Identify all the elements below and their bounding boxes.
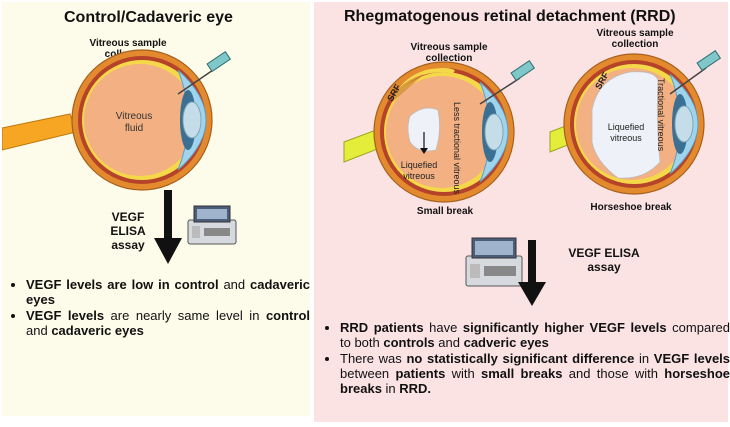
control-panel: Control/Cadaveric eye Vitreous sample co… — [2, 2, 310, 416]
text-phrase: in — [634, 351, 654, 366]
rrd-assay-label: VEGF ELISA assay — [568, 246, 640, 274]
bold-phrase: VEGF levels — [653, 351, 730, 366]
bold-phrase: control — [265, 308, 310, 323]
syringe-icon — [177, 51, 232, 95]
control-title: Control/Cadaveric eye — [64, 9, 233, 26]
svg-text:Liquefied: Liquefied — [608, 122, 645, 132]
bold-phrase: cadveric eyes — [463, 335, 549, 350]
small-break-caption: Small break — [416, 206, 474, 217]
bold-phrase: small breaks — [481, 366, 563, 381]
control-findings-list: VEGF levels are low in control and cadav… — [8, 277, 310, 339]
bold-phrase: no statistically significant difference — [406, 351, 635, 366]
text-phrase: with — [445, 366, 482, 381]
vitreous-fluid-label: Vitreous — [116, 111, 153, 122]
tractional-label: Tractional vitreous — [656, 78, 666, 152]
text-phrase: in — [381, 381, 400, 396]
text-phrase: and those with — [562, 366, 665, 381]
rrd-finding-item: RRD patients have significantly higher V… — [340, 320, 730, 350]
rrd-findings-list: RRD patients have significantly higher V… — [322, 320, 730, 397]
rrd-eyes-illustration: SRF Less tractional vitreous Liquefied v… — [343, 50, 722, 203]
text-phrase: between — [340, 366, 396, 381]
text-phrase: compared to both — [340, 320, 730, 350]
bold-phrase: significantly higher VEGF levels — [462, 320, 667, 335]
bold-phrase: horseshoe breaks — [340, 366, 730, 396]
svg-text:vitreous: vitreous — [610, 133, 642, 143]
lens — [182, 101, 202, 139]
rrd-down-arrow — [518, 240, 546, 306]
svg-text:Liquefied: Liquefied — [401, 160, 438, 170]
rrd-title: Rhegmatogenous retinal detachment (RRD) — [344, 8, 676, 25]
control-assay-label: VEGF ELISA assay — [110, 210, 146, 252]
rrd-eye1-sample-label: Vitreous sample collection — [410, 42, 488, 64]
bold-phrase: VEGF levels — [26, 308, 105, 323]
elisa-reader-icon — [465, 237, 523, 287]
bold-phrase: RRD. — [399, 381, 432, 396]
rrd-panel: Rhegmatogenous retinal detachment (RRD) … — [314, 2, 730, 422]
bold-phrase: controls — [383, 335, 435, 350]
bold-phrase: patients — [395, 366, 446, 381]
syringe-icon — [669, 50, 722, 95]
text-phrase: are nearly same level in — [104, 308, 266, 323]
rrd-finding-item: There was no statistically significant d… — [340, 351, 730, 396]
horseshoe-break-caption: Horseshoe break — [590, 202, 672, 213]
liquefied-area — [591, 71, 661, 179]
bold-phrase: VEGF levels are low in control — [26, 277, 219, 292]
control-finding-item: VEGF levels are low in control and cadav… — [26, 277, 310, 307]
syringe-icon — [479, 60, 536, 105]
rrd-eye2-sample-label: Vitreous sample collection — [596, 28, 674, 50]
vitreous-body — [84, 64, 196, 176]
optic-nerve — [2, 113, 77, 151]
less-tractional-label: Less tractional vitreous — [452, 102, 462, 195]
text-phrase: have — [423, 320, 463, 335]
bold-phrase: cadaveric eyes — [26, 277, 310, 307]
text-phrase: There was — [340, 351, 407, 366]
bold-phrase: cadaveric eyes — [51, 323, 144, 338]
elisa-reader-icon — [187, 205, 237, 245]
control-finding-item: VEGF levels are nearly same level in con… — [26, 308, 310, 338]
svg-text:vitreous: vitreous — [403, 171, 435, 181]
text-phrase: and — [434, 335, 464, 350]
control-down-arrow — [154, 190, 182, 264]
svg-text:fluid: fluid — [125, 123, 143, 134]
liquefied-pocket — [407, 107, 440, 152]
control-eye-illustration: Vitreous fluid — [2, 49, 232, 191]
text-phrase: and — [218, 277, 250, 292]
text-phrase: and — [26, 323, 52, 338]
bold-phrase: RRD patients — [340, 320, 424, 335]
